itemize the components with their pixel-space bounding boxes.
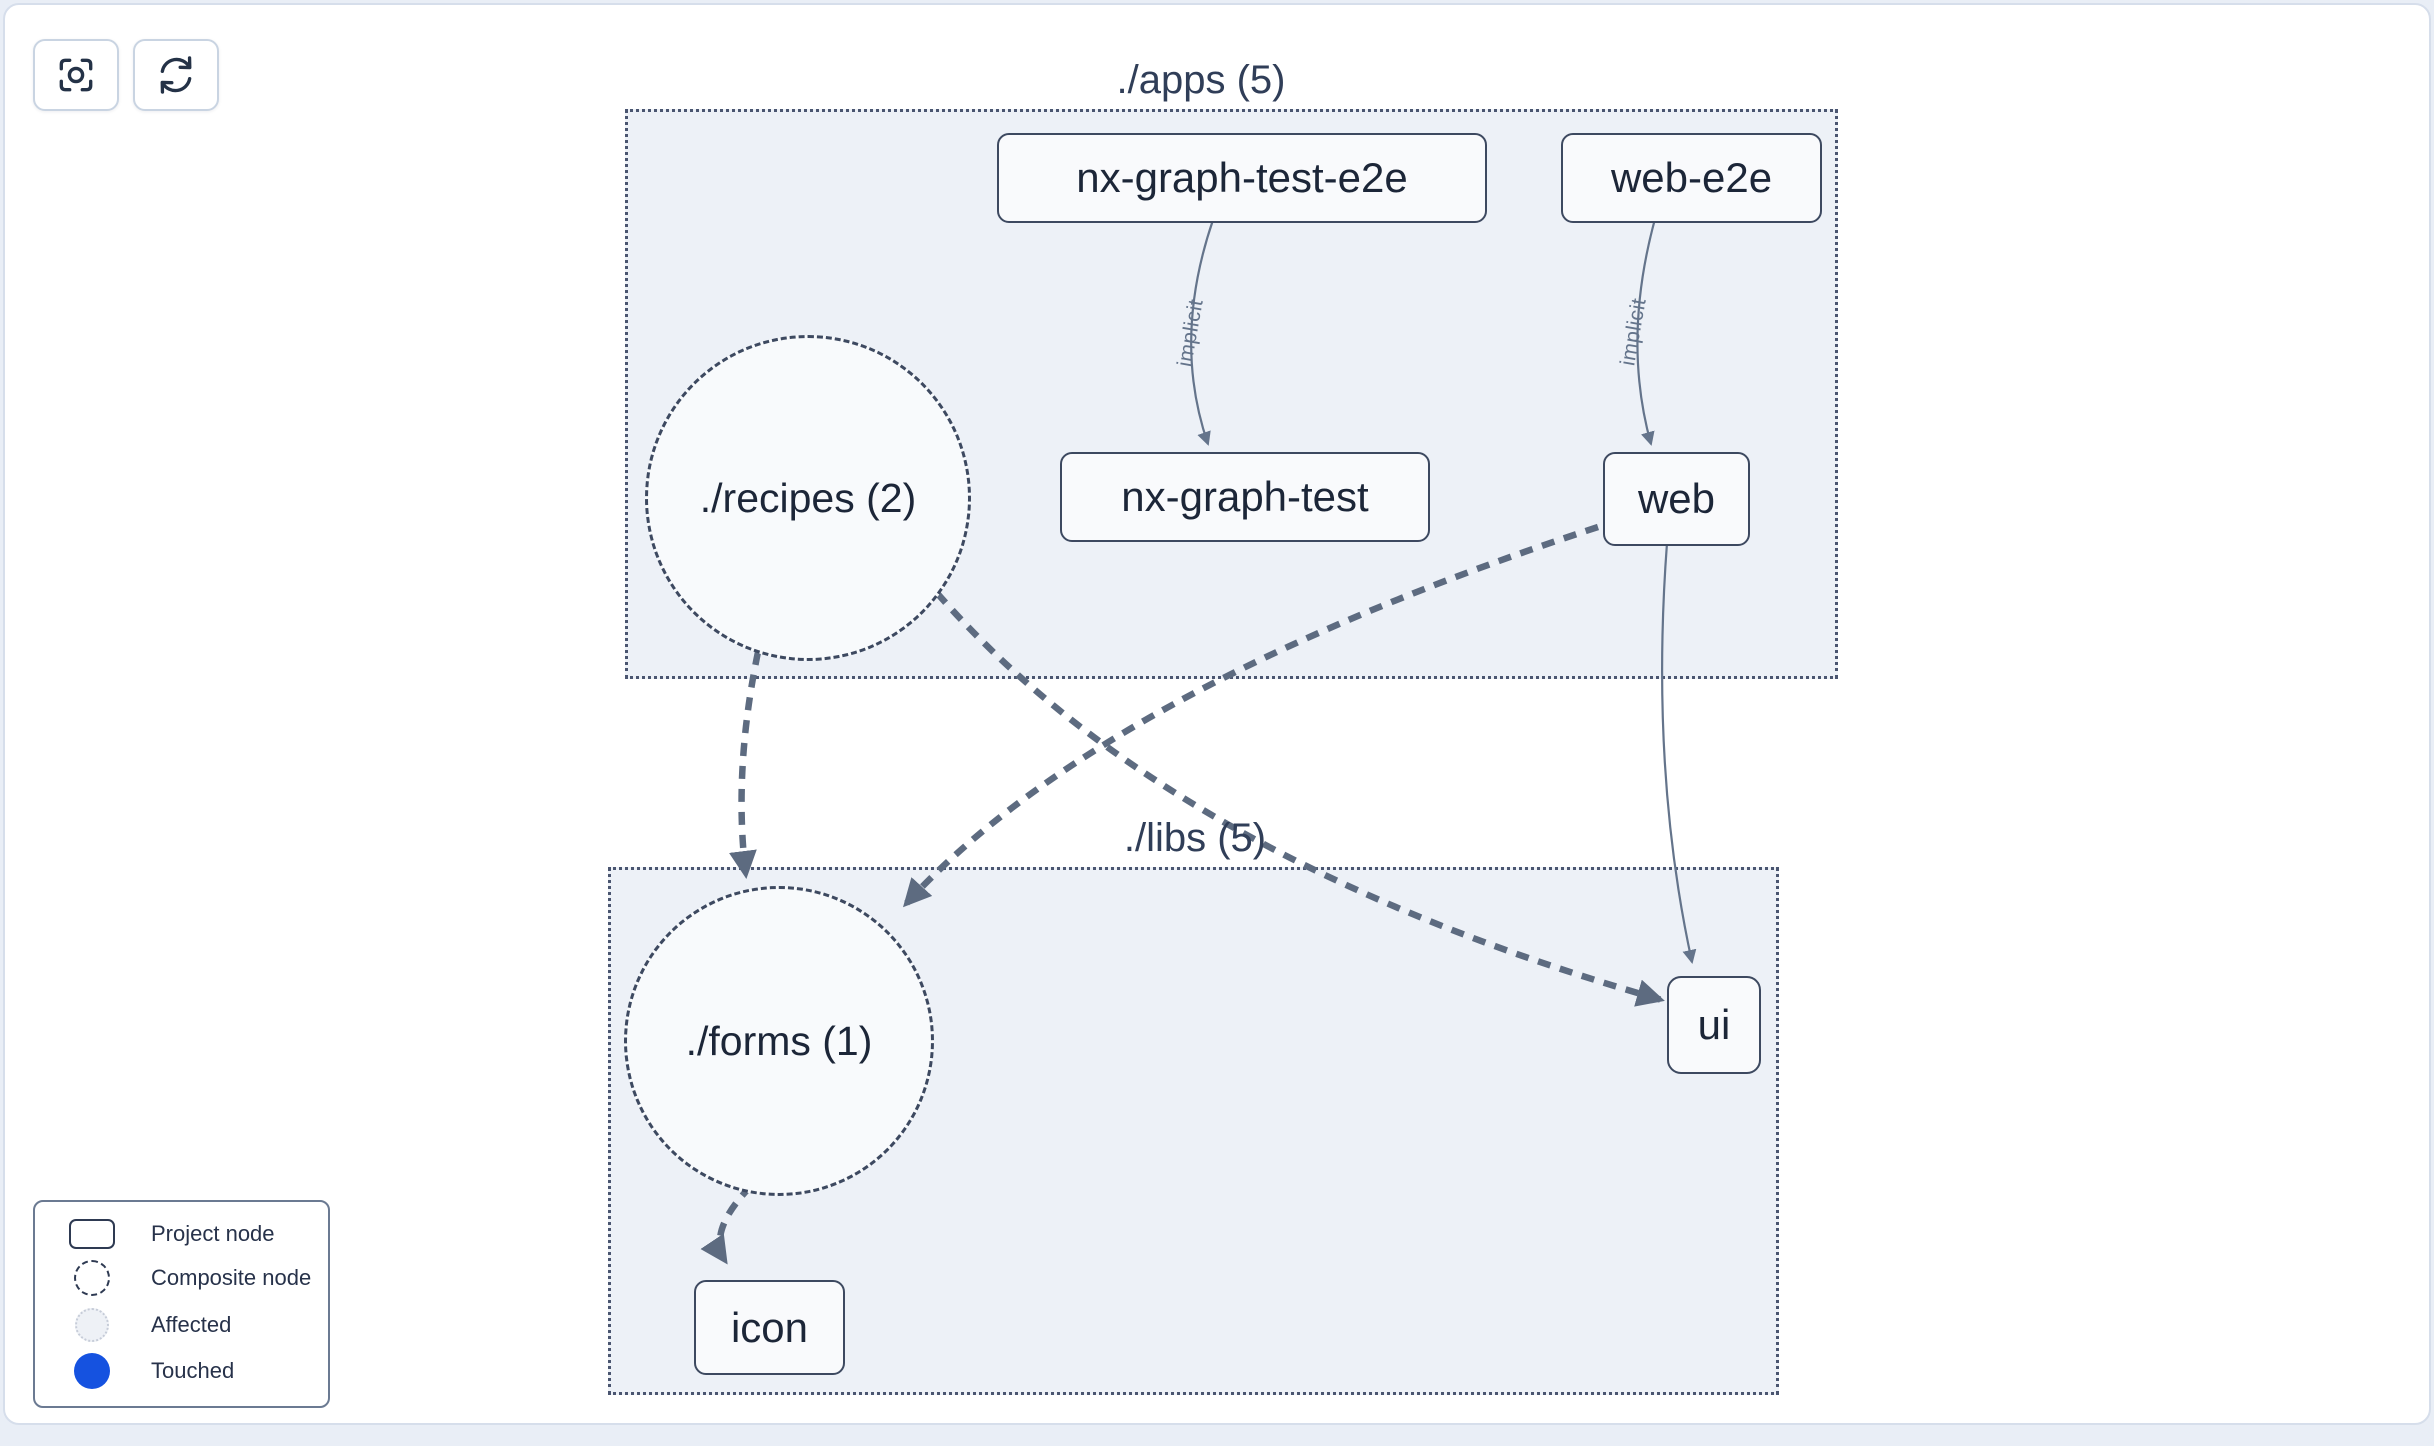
legend-label-project: Project node — [151, 1221, 275, 1247]
cluster-libs-label: ./libs (5) — [1123, 816, 1267, 860]
node-nx-graph-test-e2e[interactable]: nx-graph-test-e2e — [997, 133, 1487, 223]
refresh-icon — [155, 54, 197, 96]
legend-row-touched: Touched — [35, 1352, 328, 1389]
legend-label-affected: Affected — [151, 1311, 232, 1337]
focus-button[interactable] — [33, 39, 119, 111]
node-label: ui — [1697, 1001, 1731, 1048]
node-label: web — [1637, 475, 1716, 522]
legend-label-composite: Composite node — [151, 1265, 312, 1291]
focus-icon — [55, 54, 97, 96]
node-label: nx-graph-test-e2e — [1076, 154, 1408, 201]
node-ui[interactable]: ui — [1667, 976, 1761, 1074]
node-label: web-e2e — [1610, 154, 1773, 201]
composite-node-swatch — [74, 1260, 110, 1297]
legend-row-project: Project node — [35, 1219, 328, 1250]
node-web[interactable]: web — [1603, 452, 1750, 546]
legend-row-composite: Composite node — [35, 1260, 328, 1297]
node-web-e2e[interactable]: web-e2e — [1561, 133, 1822, 223]
refresh-button[interactable] — [133, 39, 219, 111]
project-node-swatch — [69, 1219, 115, 1250]
cluster-apps-label: ./apps (5) — [1116, 58, 1286, 102]
node-label: nx-graph-test — [1121, 473, 1369, 520]
node-label: ./forms (1) — [685, 1017, 873, 1064]
legend: Project node Composite node Affected Tou… — [33, 1200, 330, 1408]
node-label: ./recipes (2) — [699, 474, 917, 521]
node-label: icon — [730, 1303, 809, 1351]
node-recipes-composite[interactable]: ./recipes (2) — [645, 335, 971, 661]
legend-label-touched: Touched — [151, 1357, 235, 1383]
touched-swatch — [74, 1352, 110, 1389]
node-icon[interactable]: icon — [694, 1280, 845, 1375]
node-nx-graph-test[interactable]: nx-graph-test — [1060, 452, 1430, 542]
legend-row-affected: Affected — [35, 1307, 328, 1342]
affected-swatch — [75, 1307, 109, 1342]
node-forms-composite[interactable]: ./forms (1) — [624, 886, 934, 1196]
